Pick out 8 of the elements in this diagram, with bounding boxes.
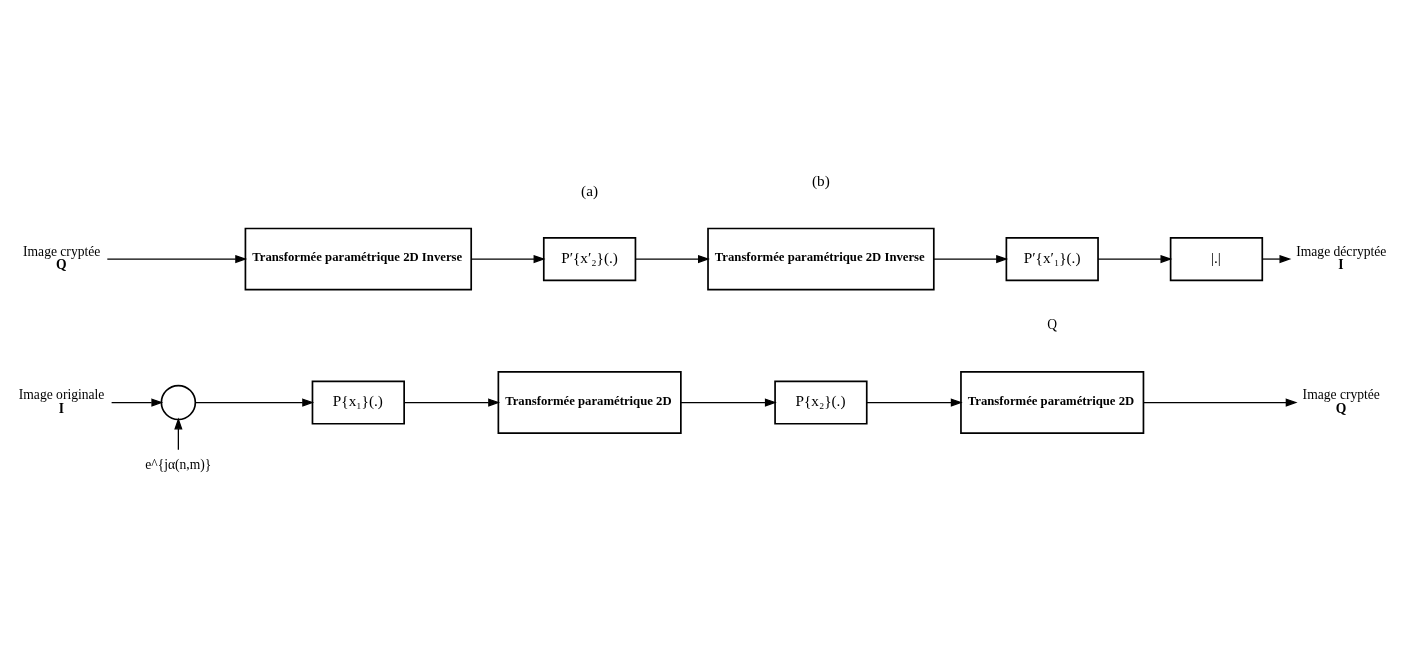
- node-text: Image cryptée Q: [23, 243, 101, 273]
- node-text: Image décryptée I: [1296, 243, 1387, 273]
- node-text: Image cryptée Q: [1302, 386, 1380, 416]
- label: (b): [812, 172, 830, 190]
- node-label: Q: [1047, 317, 1058, 333]
- node-text: e^{jα(n,m)}: [145, 456, 212, 472]
- node-text: Image originale I: [18, 386, 105, 416]
- label: (a): [581, 181, 599, 199]
